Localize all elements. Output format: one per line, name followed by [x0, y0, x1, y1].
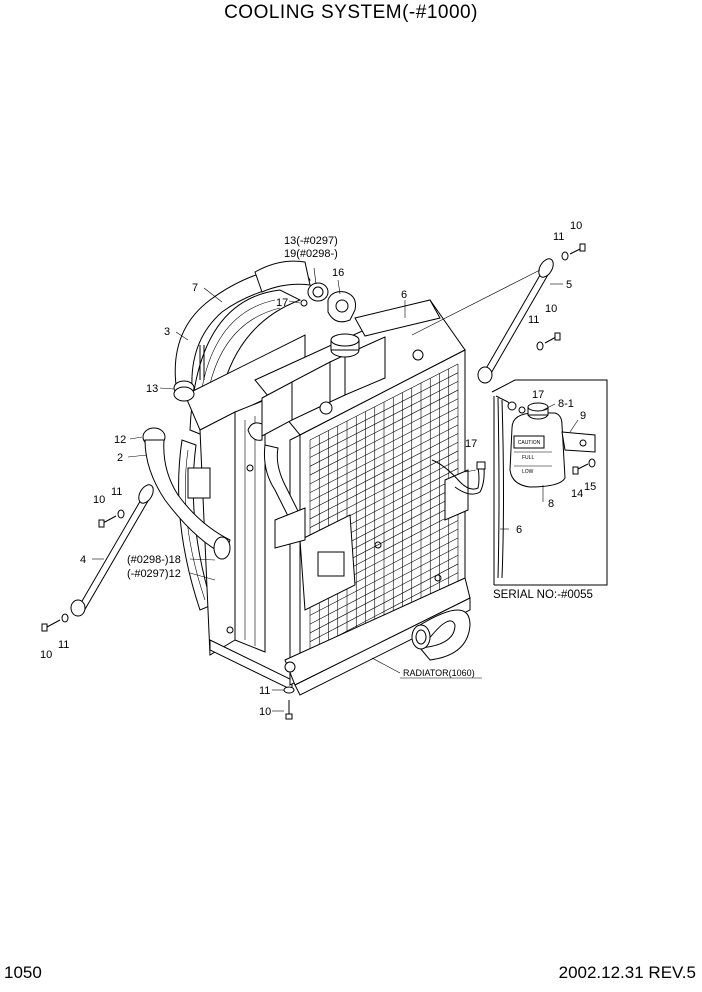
tank-low-label: LOW [522, 469, 534, 475]
reservoir-detail-box [491, 379, 608, 586]
callout-17-clamp: 17 [276, 297, 288, 309]
callout-6-reservoir: 6 [516, 524, 522, 536]
core-tube-line [309, 389, 459, 467]
core-tube-line [309, 546, 459, 625]
callout-12-pre-0297: (-#0297)12 [127, 568, 181, 580]
callout-8-1: 8-1 [558, 398, 574, 410]
internal-hose [247, 422, 306, 549]
bolt [98, 509, 125, 528]
core-tube-line [309, 563, 459, 642]
callout-15: 15 [584, 481, 596, 493]
core-tube-line [309, 398, 459, 476]
tank-caution-label: CAUTION [518, 440, 541, 446]
upper-hose [173, 260, 311, 402]
bolt [561, 243, 586, 261]
callout-10-bottom: 10 [259, 706, 271, 718]
callout-10-left-bottom: 10 [40, 649, 52, 661]
core-tube-line [309, 372, 459, 450]
callout-13: 13 [146, 383, 158, 395]
radiator-reference: RADIATOR(1060) [403, 668, 475, 678]
core-tube-line [309, 424, 459, 502]
callout-14: 14 [571, 488, 583, 500]
radiator-top-tank [254, 299, 466, 437]
core-tube-line [309, 450, 459, 528]
callout-16: 16 [332, 267, 344, 279]
core-tube-line [309, 415, 459, 493]
callout-11-right-mid: 11 [528, 314, 539, 326]
callout-6-top: 6 [401, 289, 407, 301]
hose-clamp [300, 282, 329, 307]
overflow-pipe [431, 459, 486, 495]
page-number: 1050 [4, 963, 42, 982]
callout-10-left-top: 10 [93, 494, 105, 506]
tank-full-label: FULL [522, 455, 534, 461]
core-tube-line [309, 381, 459, 458]
leader-lines [92, 267, 579, 712]
callout-2: 2 [117, 452, 123, 464]
callout-4: 4 [80, 554, 86, 566]
page-title: COOLING SYSTEM(-#1000) [224, 2, 478, 23]
callout-10-right-top: 10 [570, 220, 582, 232]
callout-7: 7 [192, 282, 198, 294]
callout-13-pre-0297: 13(-#0297) [284, 235, 338, 247]
bolt [536, 332, 561, 351]
core-tube-line [309, 407, 459, 485]
coolant-reservoir-tank: CAUTION FULL LOW [509, 402, 596, 488]
callout-11-left-bottom: 11 [58, 639, 69, 651]
stay-rod-right [477, 258, 554, 384]
callout-19-post-0298: 19(#0298-) [284, 248, 338, 260]
cushion [327, 291, 356, 323]
bolt [572, 458, 596, 475]
lower-hose [411, 609, 471, 661]
callout-9: 9 [580, 410, 586, 422]
bolt [41, 613, 69, 632]
callout-17-pipe: 17 [465, 438, 477, 450]
callout-11-bottom: 11 [259, 685, 270, 697]
callout-18-post-0298: (#0298-)18 [127, 554, 181, 566]
callout-17-reservoir: 17 [532, 389, 544, 401]
bolt [283, 686, 295, 720]
callout-11-left-top: 11 [111, 486, 122, 498]
serial-number-note: SERIAL NO:-#0055 [493, 589, 593, 601]
core-tube-line [309, 537, 459, 616]
callouts: 13(-#0297) 19(#0298-) 7 16 17 6 3 13 12 … [40, 220, 596, 718]
callout-8: 8 [548, 498, 554, 510]
core-tube-line [309, 363, 459, 441]
core-tube-line [309, 433, 459, 511]
callout-10-right-mid: 10 [545, 303, 557, 315]
stay-rod-left [70, 484, 154, 617]
callout-3: 3 [164, 326, 170, 338]
callout-12: 12 [114, 434, 126, 446]
revision-date: 2002.12.31 REV.5 [558, 963, 696, 982]
callout-11-right-top: 11 [553, 231, 564, 243]
callout-5: 5 [566, 279, 572, 291]
lower-left-hose [142, 427, 231, 560]
core-tube-line [309, 554, 459, 634]
core-tube-line [309, 441, 459, 520]
